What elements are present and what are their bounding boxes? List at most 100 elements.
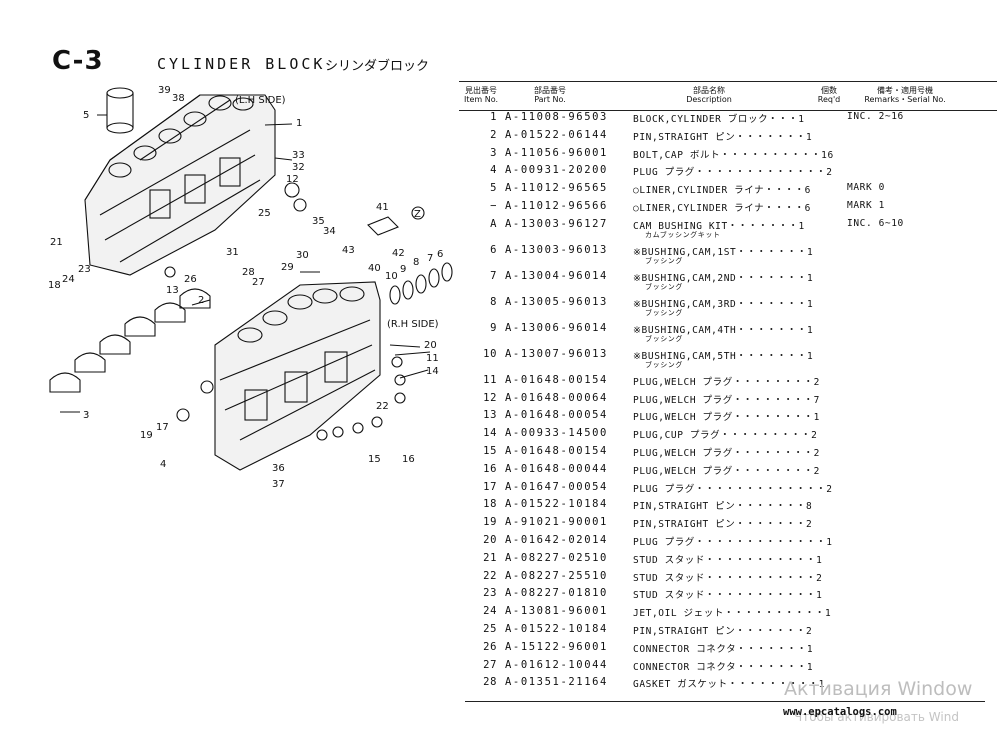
description: ※BUSHING,CAM,1ST・・・・・・・1 (633, 246, 814, 258)
callout-17: 17 (156, 422, 169, 433)
part-number: A-00931-20200 (505, 164, 608, 177)
item-no: 22 (483, 569, 497, 582)
description: PLUG プラグ・・・・・・・・・・・・・2 (633, 483, 833, 495)
description-jp: ブッシング (645, 334, 683, 343)
description: PLUG,WELCH プラグ・・・・・・・・7 (633, 394, 820, 406)
item-no: 23 (483, 587, 497, 600)
callout-41: 41 (376, 202, 389, 213)
table-row: 25 A-01522-10184 PIN,STRAIGHT ピン・・・・・・・2 (459, 621, 997, 639)
part-number: A-11012-96565 (505, 182, 608, 195)
item-no: 12 (483, 391, 497, 404)
callout-13: 13 (166, 285, 179, 296)
callout-12: 12 (286, 174, 299, 185)
description: CAM BUSHING KIT・・・・・・・1 (633, 220, 805, 232)
part-number: A-13007-96013 (505, 347, 608, 360)
diagram-side-right: (R.H SIDE) (387, 319, 439, 330)
col-desc-en: Description (686, 95, 732, 104)
item-no: − (490, 199, 497, 212)
description: PIN,STRAIGHT ピン・・・・・・・1 (633, 131, 813, 143)
col-rem-jp: 備考・適用号機 (877, 86, 933, 95)
part-number: A-01648-00054 (505, 409, 608, 422)
part-number: A-01522-06144 (505, 128, 608, 141)
table-row: 17 A-01647-00054 PLUG プラグ・・・・・・・・・・・・・2 (459, 479, 997, 497)
part-number: A-01648-00154 (505, 373, 608, 386)
item-no: 18 (483, 498, 497, 511)
description: PLUG プラグ・・・・・・・・・・・・・1 (633, 536, 833, 548)
part-number: A-15122-96001 (505, 640, 608, 653)
callout-22: 22 (376, 401, 389, 412)
part-number: A-01612-10044 (505, 658, 608, 671)
callout-29: 29 (281, 262, 294, 273)
description: ※BUSHING,CAM,5TH・・・・・・・1 (633, 350, 814, 362)
description: PLUG プラグ・・・・・・・・・・・・・2 (633, 167, 833, 179)
remarks: MARK 0 (847, 182, 885, 194)
callout-20: 20 (424, 340, 437, 351)
callout-18: 18 (48, 280, 61, 291)
part-number: A-11008-96503 (505, 111, 608, 123)
col-part-jp: 部品番号 (534, 86, 566, 95)
col-qty-jp: 個数 (821, 86, 837, 95)
callout-26: 26 (184, 274, 197, 285)
part-number: A-13003-96127 (505, 217, 608, 230)
part-number: A-01522-10184 (505, 622, 608, 635)
table-row: 18 A-01522-10184 PIN,STRAIGHT ピン・・・・・・・8 (459, 496, 997, 514)
part-number: A-13003-96013 (505, 243, 608, 256)
table-row: 11 A-01648-00154 PLUG,WELCH プラグ・・・・・・・・2 (459, 372, 997, 390)
part-number: A-01522-10184 (505, 498, 608, 511)
callout-19: 19 (140, 430, 153, 441)
callout-38: 38 (172, 93, 185, 104)
description-jp: カムブッシングキット (645, 230, 721, 239)
description: ○LINER,CYLINDER ライナ・・・・6 (633, 202, 811, 214)
description: PIN,STRAIGHT ピン・・・・・・・2 (633, 625, 813, 637)
description: ※BUSHING,CAM,2ND・・・・・・・1 (633, 272, 814, 284)
callout-8: 8 (413, 257, 419, 268)
page-code: C-3 (52, 46, 104, 76)
activation-watermark-sub: Чтобы активировать Wind (794, 710, 959, 724)
parts-table-header: 見出番号 Item No. 部品番号 Part No. 部品名称 Descrip… (459, 81, 997, 111)
callout-4: 4 (160, 459, 166, 470)
callout-28: 28 (242, 267, 255, 278)
callout-27: 27 (252, 277, 265, 288)
item-no: 27 (483, 658, 497, 671)
description: PLUG,WELCH プラグ・・・・・・・・2 (633, 376, 820, 388)
part-number: A-01647-00054 (505, 480, 608, 493)
description-jp: ブッシング (645, 308, 683, 317)
remarks: MARK 1 (847, 199, 885, 211)
item-no: 25 (483, 622, 497, 635)
page-title: CYLINDER BLOCK (157, 55, 326, 73)
description: PIN,STRAIGHT ピン・・・・・・・2 (633, 519, 813, 531)
part-number: A-08227-01810 (505, 587, 608, 600)
exploded-diagram: (L.H SIDE) (R.H SIDE) 1 2 3 4 5 6 7 8 9 … (48, 85, 453, 490)
description: CONNECTOR コネクタ・・・・・・・1 (633, 643, 814, 655)
callout-23: 23 (78, 264, 91, 275)
callout-7: 7 (427, 253, 433, 264)
part-number: A-11012-96566 (505, 199, 608, 212)
part-number: A-13006-96014 (505, 321, 608, 334)
description: ※BUSHING,CAM,3RD・・・・・・・1 (633, 298, 814, 310)
callout-5: 5 (83, 110, 89, 121)
diagram-side-left: (L.H SIDE) (235, 95, 286, 106)
callout-10: 10 (385, 271, 398, 282)
callout-11: 11 (426, 353, 439, 364)
table-row: 23 A-08227-01810 STUD スタッド・・・・・・・・・・・1 (459, 585, 997, 603)
description: BOLT,CAP ボルト・・・・・・・・・・16 (633, 149, 834, 161)
part-number: A-01648-00064 (505, 391, 608, 404)
callout-16: 16 (402, 454, 415, 465)
item-no: 17 (483, 480, 497, 493)
item-no: 11 (483, 373, 497, 386)
description: PIN,STRAIGHT ピン・・・・・・・8 (633, 501, 813, 513)
description: STUD スタッド・・・・・・・・・・・1 (633, 590, 823, 602)
callout-21: 21 (50, 237, 63, 248)
callout-33: 33 (292, 150, 305, 161)
